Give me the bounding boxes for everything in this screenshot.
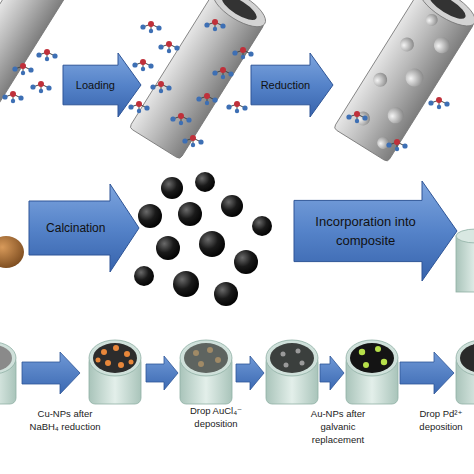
precursor-pellet [0, 236, 24, 268]
molecule [132, 59, 153, 71]
tube-replacement [266, 340, 318, 404]
arrow-text-box: Reduction [254, 52, 317, 118]
molecule [204, 19, 225, 31]
step-caption: Drop Pd²⁺ deposition [410, 408, 472, 434]
step-label: Reduction [261, 77, 311, 94]
arrow-outline [29, 184, 139, 272]
molecule [36, 49, 57, 61]
carbon-spheres [134, 172, 272, 306]
block-arrow: Calcination [28, 183, 140, 273]
molecule [170, 113, 191, 125]
tube-partial [0, 342, 16, 404]
molecule [12, 63, 33, 75]
molecule [2, 91, 23, 103]
molecule [182, 135, 203, 147]
tube-au-particles [346, 340, 398, 404]
molecule [386, 139, 407, 151]
block-arrow: Incorporation into composite [293, 180, 458, 282]
molecule [158, 41, 179, 53]
step-label: Calcination [46, 219, 105, 237]
step-caption: Cu-NPs after NaBH₄ reduction [26, 408, 104, 434]
nanotube-partial [0, 0, 72, 122]
tube-partial [456, 340, 474, 404]
arrow-text-box: Incorporation into composite [297, 180, 434, 282]
molecule [232, 47, 253, 59]
block-arrow: Reduction [250, 52, 334, 118]
arrow-shape [293, 180, 458, 282]
loaded-nanotube [129, 0, 271, 159]
molecule [428, 97, 449, 109]
arrow-outline [294, 181, 457, 281]
molecule [196, 93, 217, 105]
step-label: Incorporation into composite [297, 212, 434, 251]
step-label: Loading [76, 77, 115, 94]
step-caption: Au-NPs after galvanic replacement [296, 408, 380, 446]
arrow-outline [251, 53, 333, 117]
molecule [346, 111, 367, 123]
molecule [140, 21, 161, 33]
arrow-text-box: Loading [66, 52, 125, 118]
step-caption: Drop AuCl₄⁻ deposition [183, 405, 249, 431]
molecule [150, 81, 171, 93]
molecule [212, 67, 233, 79]
particle-nanotube [333, 0, 474, 162]
tube-cu-particles [89, 340, 141, 404]
molecule [226, 101, 247, 113]
arrow-text-box: Calcination [32, 183, 120, 273]
composite-cylinder [456, 229, 474, 292]
molecule [30, 81, 51, 93]
tube-au-drop [180, 340, 232, 404]
block-arrow: Loading [62, 52, 142, 118]
arrow-outline [63, 53, 141, 117]
molecule [128, 101, 149, 113]
